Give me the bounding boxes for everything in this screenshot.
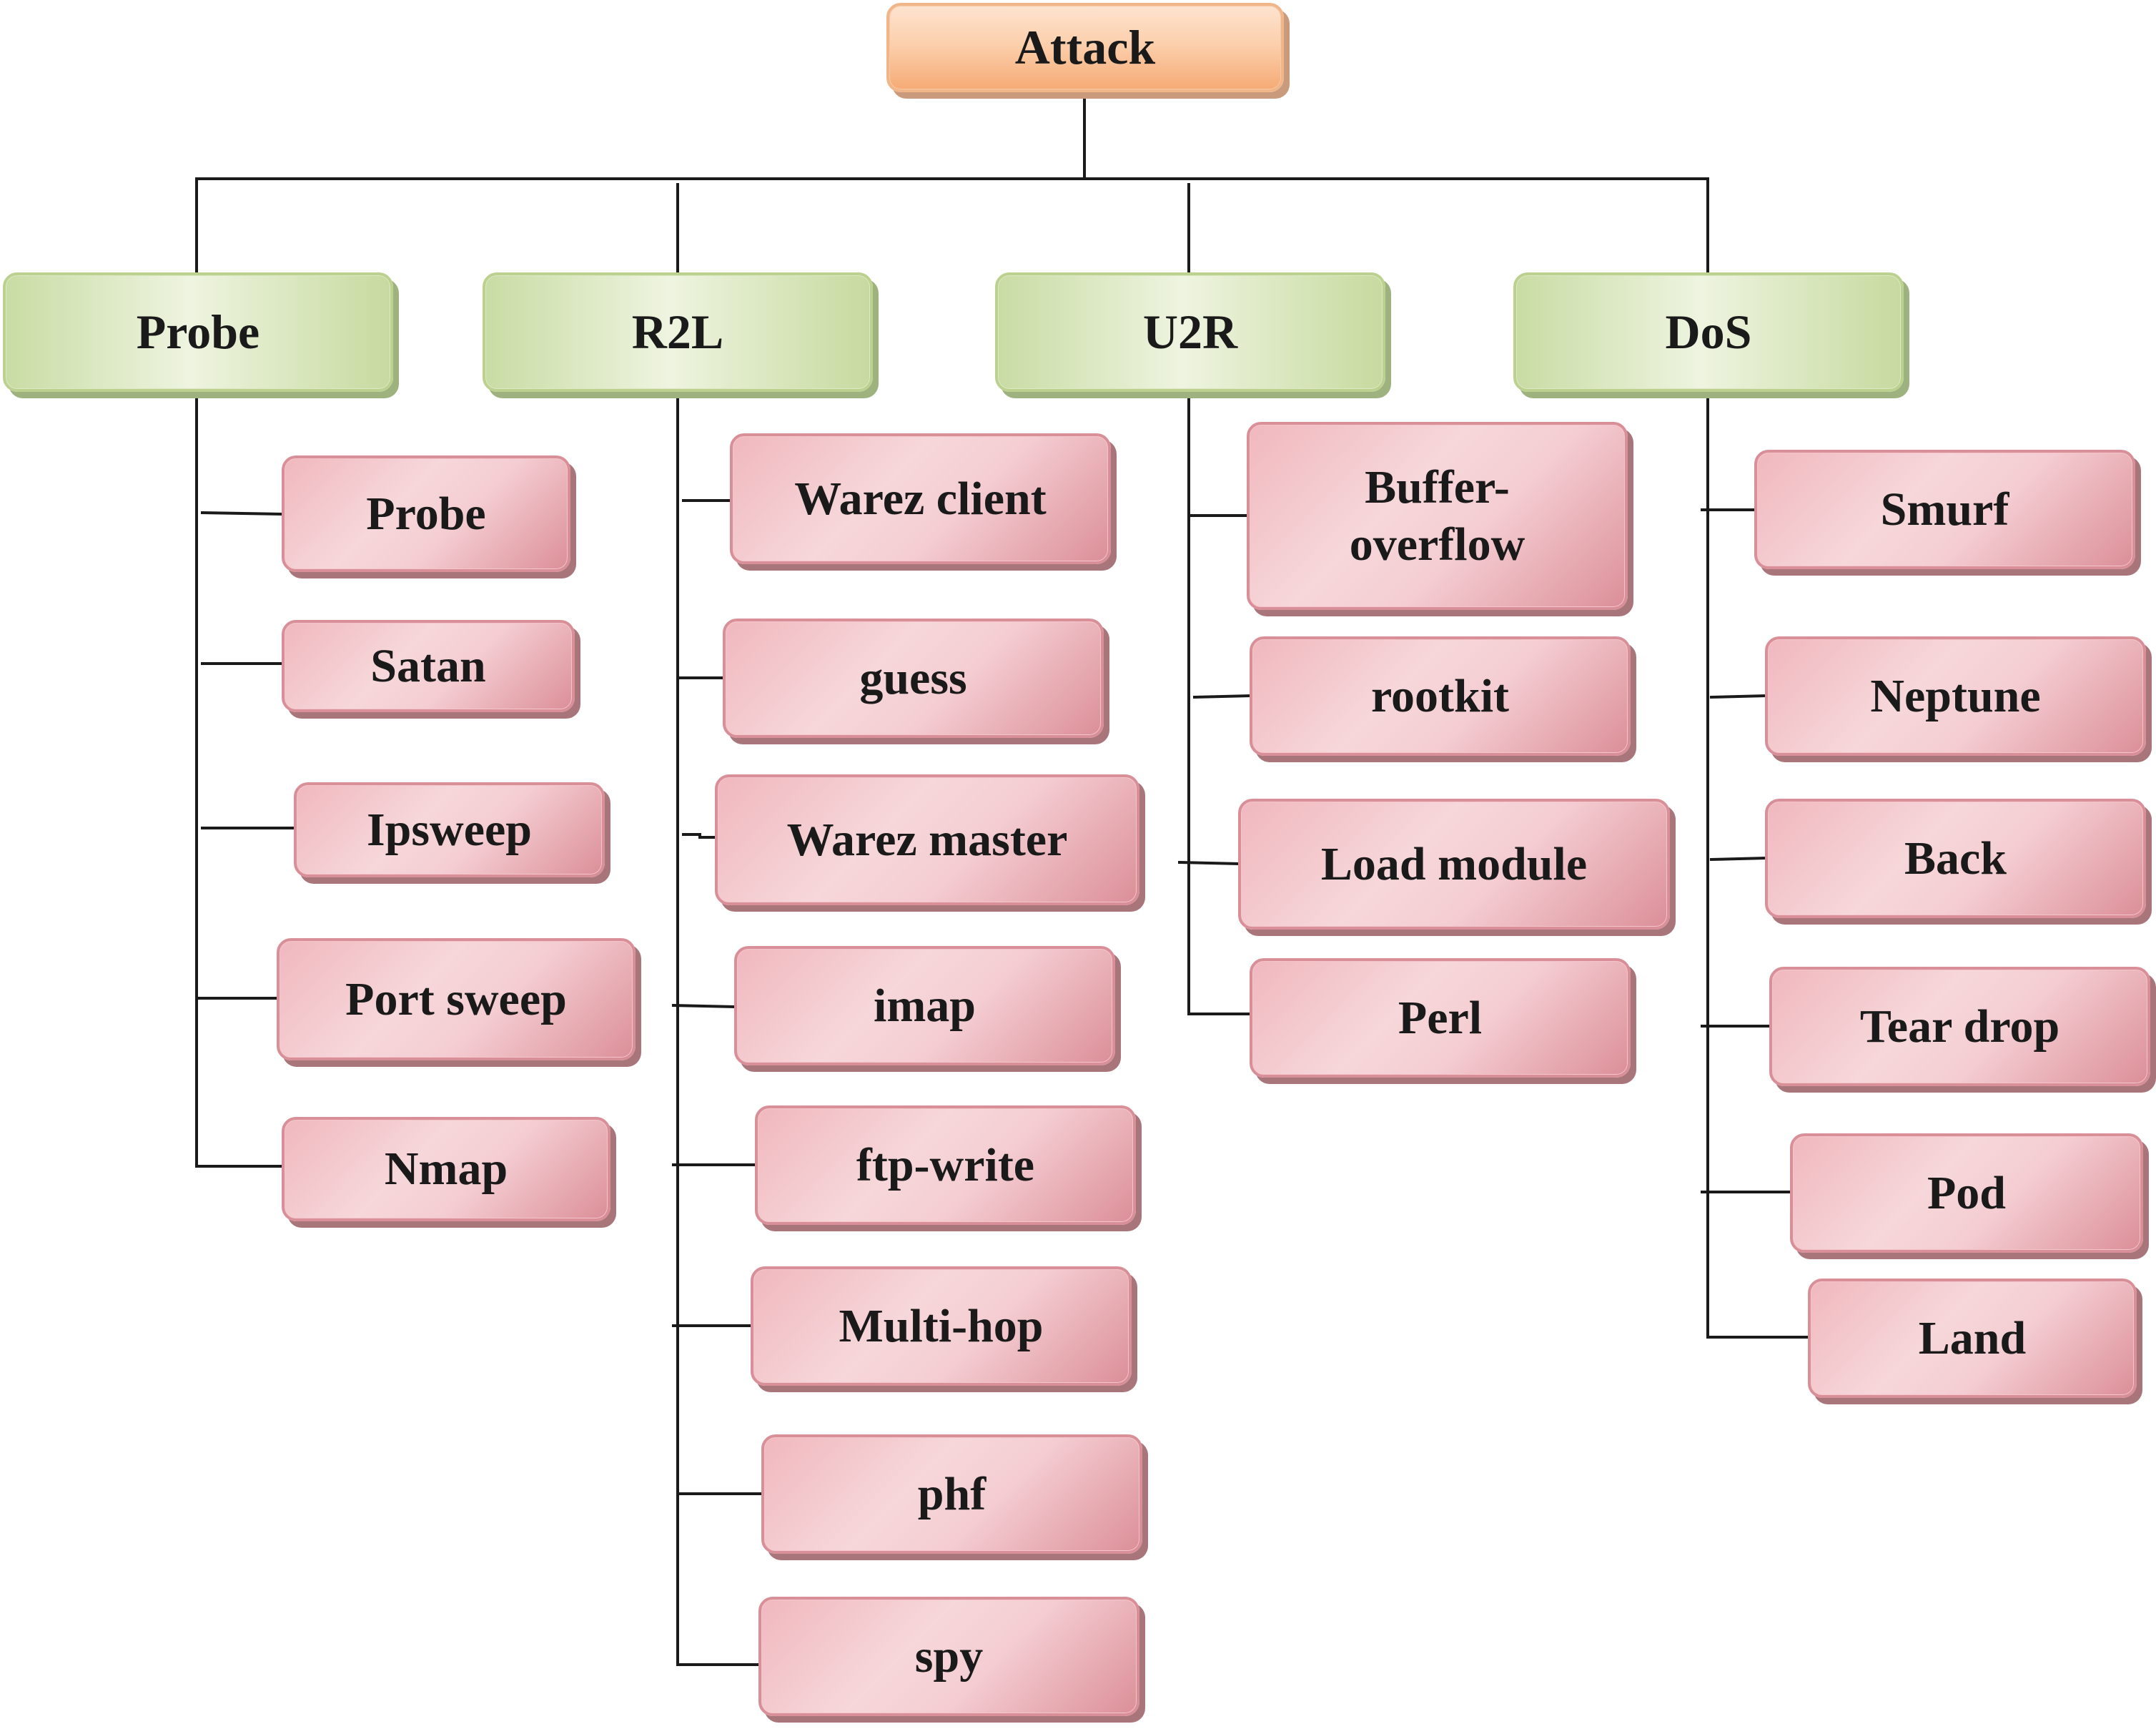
leaf-label: Tear drop — [1859, 1000, 2060, 1053]
category-label: R2L — [631, 304, 724, 359]
dos-branch-line — [1709, 856, 1767, 862]
root-node-attack: Attack — [886, 3, 1284, 92]
leaf-label: Probe — [366, 487, 486, 540]
leaf-node: Neptune — [1765, 636, 2146, 756]
leaf-label: rootkit — [1370, 669, 1510, 722]
leaf-label: imap — [873, 979, 976, 1032]
leaf-label: ftp-write — [856, 1138, 1035, 1191]
leaf-node: Pod — [1790, 1133, 2143, 1253]
leaf-label: Warez client — [794, 472, 1047, 525]
category-label: DoS — [1665, 304, 1752, 359]
leaf-node: Probe — [282, 455, 570, 572]
leaf-node: Smurf — [1754, 450, 2135, 569]
leaf-node: phf — [761, 1434, 1142, 1554]
probe-branch-line — [200, 511, 284, 516]
leaf-node: Warez master — [715, 774, 1139, 905]
leaf-node: Warez client — [730, 433, 1111, 564]
u2r-branch-line — [1177, 860, 1240, 866]
leaf-node: ftp-write — [755, 1105, 1136, 1225]
leaf-node: Multi-hop — [751, 1266, 1132, 1386]
leaf-node: Nmap — [282, 1117, 610, 1221]
r2l-branch-line — [682, 833, 716, 839]
leaf-label: Back — [1904, 832, 2007, 885]
leaf-label: Pod — [1927, 1166, 2007, 1219]
leaf-label: Perl — [1398, 991, 1483, 1044]
leaf-node: spy — [758, 1597, 1139, 1716]
leaf-label: Land — [1918, 1311, 2027, 1364]
leaf-node: Ipsweep — [294, 782, 605, 877]
leaf-label: Multi-hop — [839, 1299, 1044, 1352]
category-node-r2l: R2L — [483, 272, 873, 392]
leaf-node: Perl — [1250, 958, 1631, 1078]
root-label: Attack — [1014, 19, 1156, 74]
u2r-branch-line — [1192, 694, 1252, 699]
leaf-node: Land — [1808, 1279, 2137, 1398]
leaf-node: rootkit — [1250, 636, 1631, 756]
leaf-label: guess — [859, 651, 967, 704]
category-node-dos: DoS — [1513, 272, 1904, 392]
leaf-label: Buffer- overflow — [1349, 461, 1525, 571]
dos-branch-line — [1709, 694, 1767, 699]
leaf-node: guess — [723, 619, 1104, 738]
leaf-node: imap — [734, 946, 1115, 1065]
leaf-node: Load module — [1238, 799, 1670, 930]
category-label: U2R — [1142, 304, 1238, 359]
leaf-label: spy — [914, 1630, 984, 1683]
leaf-label: Load module — [1320, 837, 1588, 890]
leaf-node: Tear drop — [1769, 967, 2150, 1086]
leaf-label: Ipsweep — [366, 803, 533, 856]
leaf-label: Port sweep — [345, 972, 567, 1025]
leaf-label: Smurf — [1880, 483, 2009, 536]
leaf-node: Port sweep — [277, 938, 636, 1060]
leaf-label: phf — [917, 1467, 986, 1520]
leaf-label: Warez master — [786, 813, 1068, 866]
leaf-node: Back — [1765, 799, 2146, 918]
leaf-label: Neptune — [1870, 669, 2041, 722]
r2l-branch-line — [671, 1003, 736, 1009]
leaf-node: Buffer- overflow — [1247, 422, 1628, 610]
category-node-u2r: U2R — [995, 272, 1385, 392]
category-node-probe: Probe — [3, 272, 393, 392]
category-label: Probe — [136, 304, 260, 359]
leaf-label: Nmap — [384, 1143, 508, 1196]
leaf-label: Satan — [370, 639, 486, 692]
leaf-node: Satan — [282, 620, 575, 712]
